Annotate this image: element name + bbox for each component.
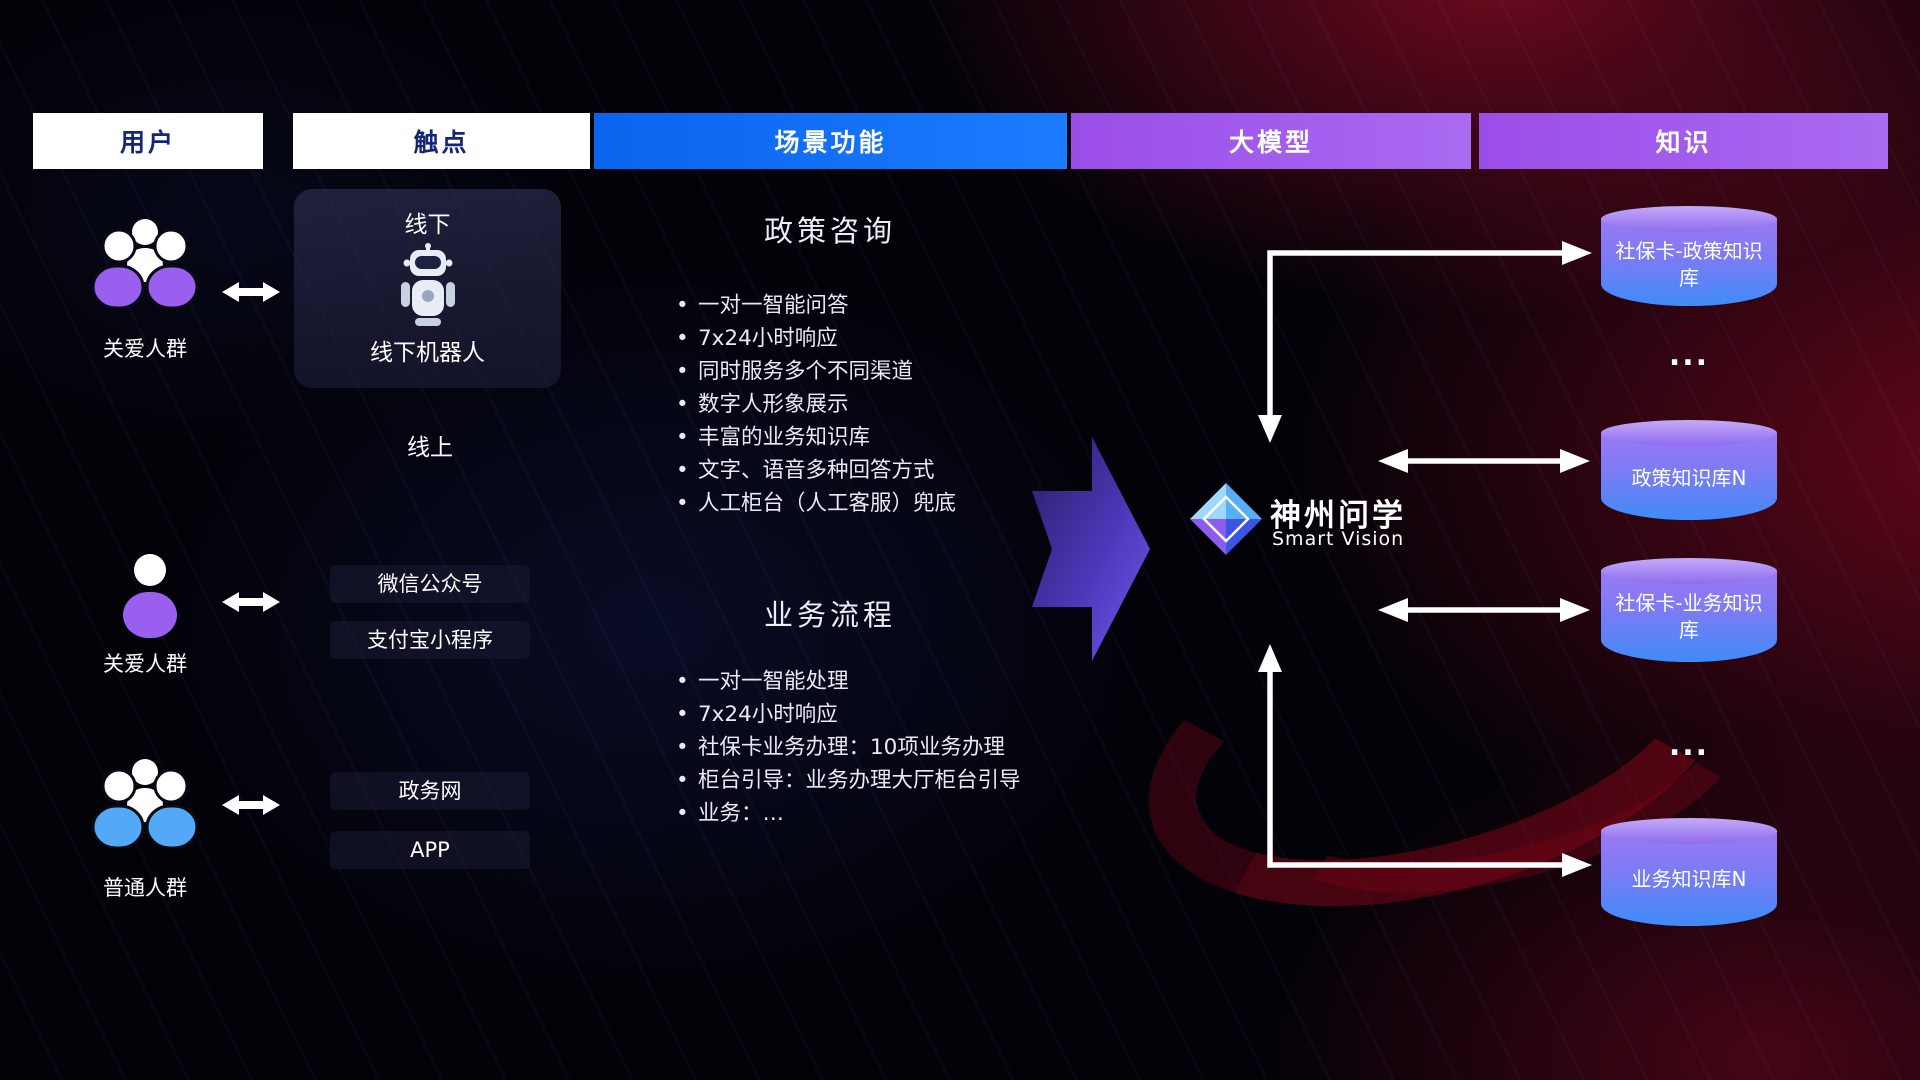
list-item: 同时服务多个不同渠道 [676,355,956,388]
list-item: 一对一智能处理 [676,665,1021,698]
cylinder-top [1601,206,1777,232]
user-group-label: 关爱人群 [103,337,187,361]
touchpoint-app: APP [330,831,530,869]
list-item: 数字人形象展示 [676,388,956,421]
list-item: 社保卡业务办理：10项业务办理 [676,731,1021,764]
flow-arrow-right [1032,437,1150,661]
user-single-label: 关爱人群 [103,652,187,676]
list-item: 7x24小时响应 [676,698,1021,731]
ellipsis-more-kb: ... [1668,728,1710,763]
touchpoint-alipay: 支付宝小程序 [330,621,530,659]
column-header-model: 大模型 [1071,113,1471,169]
cylinder-body [1601,831,1777,926]
column-header-touchpoint: 触点 [293,113,590,169]
offline-robot-label: 线下机器人 [370,340,485,366]
cylinder-body [1601,433,1777,520]
list-item: 7x24小时响应 [676,322,956,355]
scenario-business-list: 一对一智能处理 7x24小时响应 社保卡业务办理：10项业务办理 柜台引导：业务… [676,665,1021,830]
cylinder-top [1601,558,1777,584]
person-purple-icon [123,554,177,638]
double-arrow-icon [222,795,280,815]
column-header-user: 用户 [33,113,263,169]
offline-title: 线下 [404,212,451,238]
group-people-blue-icon [91,759,199,848]
robot-icon [401,243,455,326]
list-item: 人工柜台（人工客服）兜底 [676,487,956,520]
cylinder-body [1601,219,1777,306]
list-item: 柜台引导：业务办理大厅柜台引导 [676,764,1021,797]
scenario-title-policy: 政策咨询 [763,214,896,248]
kb-label: 政策知识库N [1631,466,1747,490]
column-header-scenario: 场景功能 [594,113,1067,169]
user-general-label: 普通人群 [103,876,187,900]
list-item: 业务：… [676,797,1021,830]
column-header-knowledge: 知识 [1479,113,1888,169]
ellipsis-more-kb: ... [1668,338,1710,373]
kb-label: 社保卡-业务知识库 [1615,591,1763,642]
kb-label: 业务知识库N [1631,867,1747,891]
scenario-title-business: 业务流程 [763,598,896,632]
double-arrow-icon [222,282,280,302]
touchpoint-gov-web: 政务网 [330,772,530,810]
group-people-purple-icon [91,219,199,308]
kb-cylinder-policy-n: 政策知识库N [1601,420,1777,520]
list-item: 一对一智能问答 [676,289,956,322]
kb-cylinder-policy-shebao: 社保卡-政策知识库 [1601,206,1777,306]
model-name: 神州问学 [1270,498,1406,534]
cylinder-body [1601,571,1777,662]
touchpoint-wechat: 微信公众号 [330,565,530,603]
offline-touchpoint-card: 线下 线下机器人 [294,189,561,388]
double-arrow-icon [222,592,280,612]
list-item: 文字、语音多种回答方式 [676,454,956,487]
online-title: 线上 [407,435,453,461]
scenario-policy-list: 一对一智能问答 7x24小时响应 同时服务多个不同渠道 数字人形象展示 丰富的业… [676,289,956,520]
list-item: 丰富的业务知识库 [676,421,956,454]
cylinder-top [1601,420,1777,446]
model-subtitle: Smart Vision [1272,528,1405,550]
smart-vision-logo-icon [1190,483,1262,555]
kb-cylinder-business-shebao: 社保卡-业务知识库 [1601,558,1777,662]
kb-label: 社保卡-政策知识库 [1615,239,1763,290]
kb-cylinder-business-n: 业务知识库N [1601,818,1777,926]
cylinder-top [1601,818,1777,844]
